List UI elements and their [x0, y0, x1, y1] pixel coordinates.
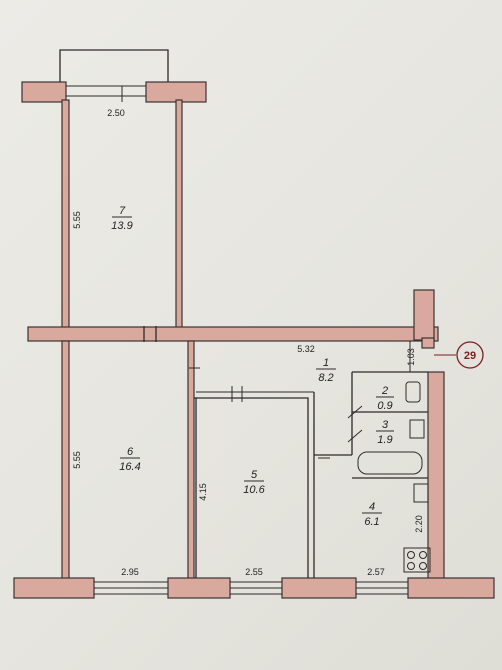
- bathtub: [357, 451, 423, 475]
- room-2-area: 0.9: [377, 400, 392, 412]
- room-7-number: 7: [119, 205, 126, 217]
- room-6-area: 16.4: [119, 461, 140, 473]
- room-2-number: 2: [381, 385, 388, 397]
- room-5-area: 10.6: [243, 484, 265, 496]
- room-labels: 7 13.9 6 16.4 5 10.6 1 8.2 2 0.9 3 1.9 4…: [111, 205, 394, 528]
- dim-hall-depth: 1.03: [406, 348, 416, 366]
- balcony: [59, 49, 169, 82]
- walls: [13, 81, 495, 599]
- room-7-area: 13.9: [111, 220, 132, 232]
- room-3-number: 3: [382, 419, 389, 431]
- windows: [66, 85, 408, 595]
- dim-kitchen-width: 2.57: [367, 567, 385, 577]
- room-1-area: 8.2: [318, 372, 333, 384]
- apartment-number: 29: [464, 350, 476, 362]
- dim-room5-length: 4.15: [198, 483, 208, 501]
- dim-room7-length: 5.55: [72, 211, 82, 229]
- dim-room6-width: 2.95: [121, 567, 139, 577]
- stove: [403, 547, 431, 573]
- dimension-labels: 2.50 5.55 5.55 5.32 1.03 4.15 2.20 2.95 …: [72, 108, 424, 577]
- sink: [405, 381, 421, 403]
- kitchen-sink: [413, 483, 429, 503]
- dim-balcony-width: 2.50: [107, 108, 125, 118]
- dim-room6-length: 5.55: [72, 451, 82, 469]
- room-3-area: 1.9: [377, 434, 392, 446]
- fixtures: [357, 381, 431, 573]
- dim-kitchen-depth: 2.20: [414, 515, 424, 533]
- room-1-number: 1: [323, 357, 329, 369]
- bath-fixture: [409, 419, 425, 439]
- apartment-number-badge: 29: [434, 341, 484, 369]
- room-5-number: 5: [251, 469, 258, 481]
- room-4-number: 4: [369, 501, 375, 513]
- dim-room5-width: 2.55: [245, 567, 263, 577]
- room-4-area: 6.1: [364, 516, 379, 528]
- room-6-number: 6: [127, 446, 134, 458]
- partitions: [121, 86, 428, 578]
- dim-hall-width: 5.32: [297, 344, 315, 354]
